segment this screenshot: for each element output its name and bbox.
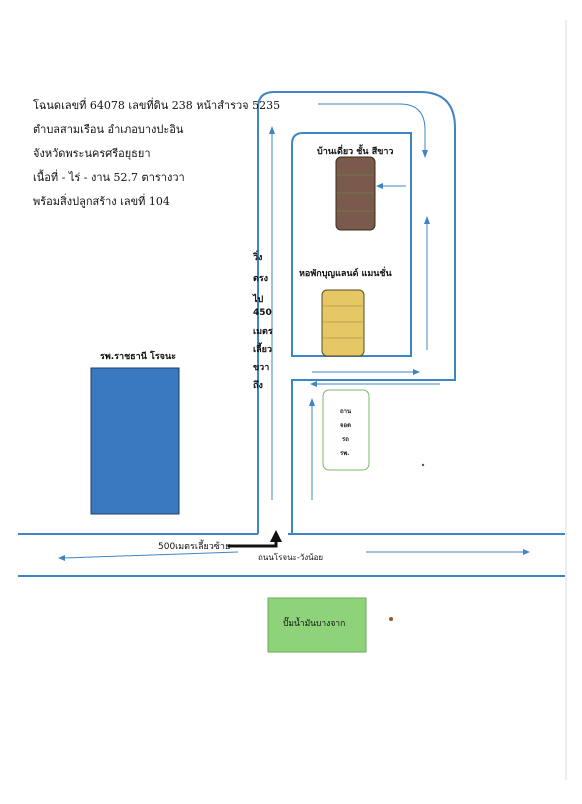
direction-word: ตรง (253, 274, 269, 284)
turn-arrow (228, 540, 278, 548)
direction-word: ถึง (253, 381, 263, 391)
direction-word: 450 (253, 308, 272, 318)
arrow-up-to-soi-head (309, 398, 315, 406)
dorm-building (321, 289, 365, 357)
arrow-top-curve-head (422, 150, 428, 158)
arrow-soi-left-head (310, 381, 317, 387)
direction-word: เลี้ยว (253, 345, 272, 355)
direction-word: ขวา (253, 363, 270, 373)
deed-province: จังหวัดพระนครศรีอยุธยา (33, 147, 151, 160)
house-label: บ้านเดี่ยว ชั้น สีขาว (317, 147, 394, 157)
direction-word: วิ่ง (253, 253, 263, 263)
arrow-soi-right-head (413, 369, 420, 375)
soi-outer-edge (257, 91, 456, 534)
gas-station-building (267, 597, 367, 653)
lot-text: จอด (340, 422, 352, 429)
arrow-main-left-head (58, 555, 65, 561)
arrow-main-right-head (523, 549, 530, 555)
parking-lot (322, 389, 370, 471)
deed-area: เนื้อที่ - ไร่ - งาน 52.7 ตารางวา (33, 171, 185, 184)
hospital-building (90, 367, 180, 515)
direction-word: เมตร (253, 327, 273, 337)
soi-inner-edge (291, 132, 412, 357)
gas-station-label: ปั๊มน้ำมันบางจาก (283, 619, 346, 629)
arrow-to-house-head (376, 183, 383, 189)
lot-text: รถ (342, 436, 349, 443)
lot-text: รพ. (340, 450, 350, 457)
arrow-top-curve (318, 103, 426, 150)
deed-building: พร้อมสิ่งปลูกสร้าง เลขที่ 104 (33, 195, 170, 208)
arrow-up-left-lane-head (269, 126, 275, 134)
dot-mark (389, 617, 393, 621)
dorm-label: หอพักบุญแลนด์ แมนชั่น (299, 269, 392, 279)
arrow-main-left (63, 551, 239, 559)
deed-number: โฉนดเลขที่ 64078 เลขที่ดิน 238 หน้าสำรวจ… (33, 99, 281, 112)
direction-word: ไป (253, 295, 264, 305)
turn-arrow-head (270, 530, 282, 542)
hospital-label: รพ.ราชธานี โรจนะ (100, 352, 176, 362)
turn-left-label: 500เมตรเลี้ยวซ้าย (158, 542, 231, 552)
deed-subdistrict: ตำบลสามเรือน อำเภอบางปะอิน (33, 123, 184, 136)
dot-mark (421, 463, 425, 467)
arrow-up-right-lane-head (424, 216, 430, 224)
main-road-label: ถนนโรจนะ-วังน้อย (258, 553, 324, 562)
lot-text: ถาน (340, 408, 352, 415)
